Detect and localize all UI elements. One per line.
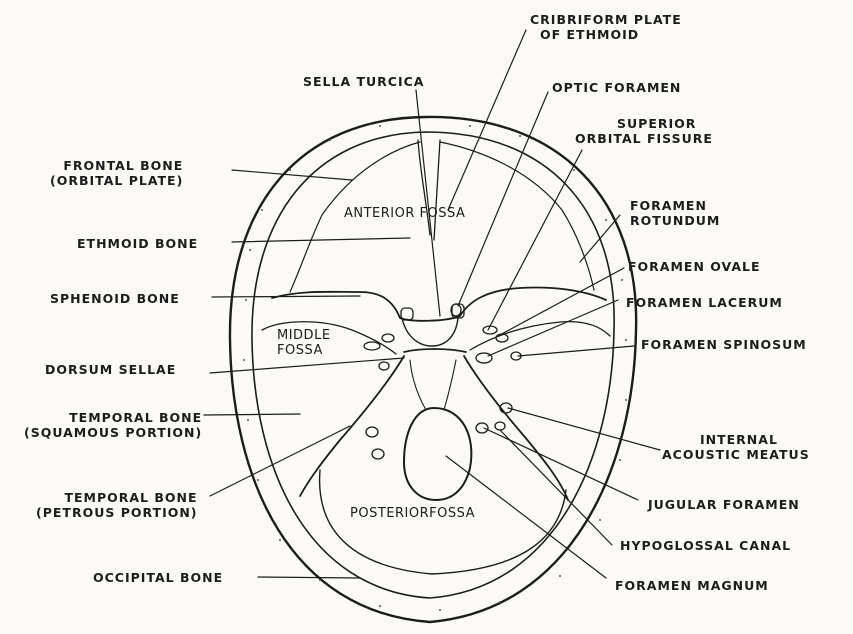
label-dorsum-sellae: DORSUM SELLAE [45, 362, 176, 377]
label-hypoglossal-canal: HYPOGLOSSAL CANAL [620, 538, 791, 553]
label-foramen-magnum: FORAMEN MAGNUM [615, 578, 769, 593]
label-temporal-squamous-line2: (SQUAMOUS PORTION) [24, 425, 202, 440]
crista-galli [418, 140, 440, 240]
label-temporal-squamous-line1: TEMPORAL BONE [24, 410, 202, 425]
label-jugular-foramen: JUGULAR FORAMEN [648, 497, 800, 512]
hypoglossal-canal-right [495, 422, 505, 430]
label-sphenoid-bone: SPHENOID BONE [50, 291, 180, 306]
label-superior-orbital-line1: SUPERIOR [575, 116, 713, 131]
jugular-foramen-left [372, 449, 384, 459]
label-optic-foramen: OPTIC FORAMEN [552, 80, 681, 95]
middle-fossa-label: MIDDLE FOSSA [277, 328, 331, 358]
label-ethmoid-bone: ETHMOID BONE [77, 236, 198, 251]
label-foramen-lacerum: FORAMEN LACERUM [626, 295, 783, 310]
label-foramen-rotundum: FORAMEN ROTUNDUM [630, 198, 720, 228]
petrous-ridge-left [300, 356, 404, 496]
label-frontal-bone-line1: FRONTAL BONE [50, 158, 183, 173]
label-cribriform-line1: CRIBRIFORM PLATE [530, 12, 682, 27]
label-cribriform-plate: CRIBRIFORM PLATE OF ETHMOID [530, 12, 682, 42]
label-superior-orbital-line2: ORBITAL FISSURE [575, 131, 713, 146]
label-temporal-petrous: TEMPORAL BONE (PETROUS PORTION) [36, 490, 198, 520]
foramen-rotundum-left [364, 342, 380, 350]
skull-outer-outline [230, 117, 636, 622]
label-frontal-bone: FRONTAL BONE (ORBITAL PLATE) [50, 158, 183, 188]
label-internal-acoustic-meatus: INTERNAL ACOUSTIC MEATUS [662, 432, 810, 462]
label-superior-orbital-fissure: SUPERIOR ORBITAL FISSURE [575, 116, 713, 146]
anterior-fossa-label: ANTERIOR FOSSA [344, 206, 465, 221]
label-temporal-petrous-line2: (PETROUS PORTION) [36, 505, 198, 520]
sella-turcica-shape [402, 318, 458, 346]
diploe-stipple [243, 125, 627, 611]
label-cribriform-line2: OF ETHMOID [530, 27, 682, 42]
internal-meatus-left [366, 427, 378, 437]
jugular-foramen-right [476, 423, 488, 433]
posterior-fossa-label: POSTERIORFOSSA [350, 506, 475, 521]
clivus [410, 360, 456, 410]
foramen-magnum-shape [404, 408, 471, 500]
posterior-fossa-outline [320, 470, 566, 574]
leader-lines [204, 30, 660, 578]
foramen-lacerum-right [476, 353, 492, 363]
label-foramen-ovale: FORAMEN OVALE [628, 259, 761, 274]
label-frontal-bone-line2: (ORBITAL PLATE) [50, 173, 183, 188]
middle-fossa-label-line1: MIDDLE [277, 328, 331, 343]
dorsum-sellae-shape [404, 349, 466, 352]
petrous-ridge-right [464, 356, 568, 500]
foramen-spinosum-left [379, 362, 389, 370]
label-foramen-spinosum: FORAMEN SPINOSUM [641, 337, 807, 352]
label-rotundum-line1: FORAMEN [630, 198, 720, 213]
label-acoustic-line2: ACOUSTIC MEATUS [662, 447, 810, 462]
label-sella-turcica: SELLA TURCICA [303, 74, 424, 89]
label-occipital-bone: OCCIPITAL BONE [93, 570, 223, 585]
label-temporal-petrous-line1: TEMPORAL BONE [36, 490, 198, 505]
label-temporal-squamous: TEMPORAL BONE (SQUAMOUS PORTION) [24, 410, 202, 440]
middle-fossa-label-line2: FOSSA [277, 343, 331, 358]
label-acoustic-line1: INTERNAL [662, 432, 810, 447]
label-rotundum-line2: ROTUNDUM [630, 213, 720, 228]
foramen-ovale-left [382, 334, 394, 342]
